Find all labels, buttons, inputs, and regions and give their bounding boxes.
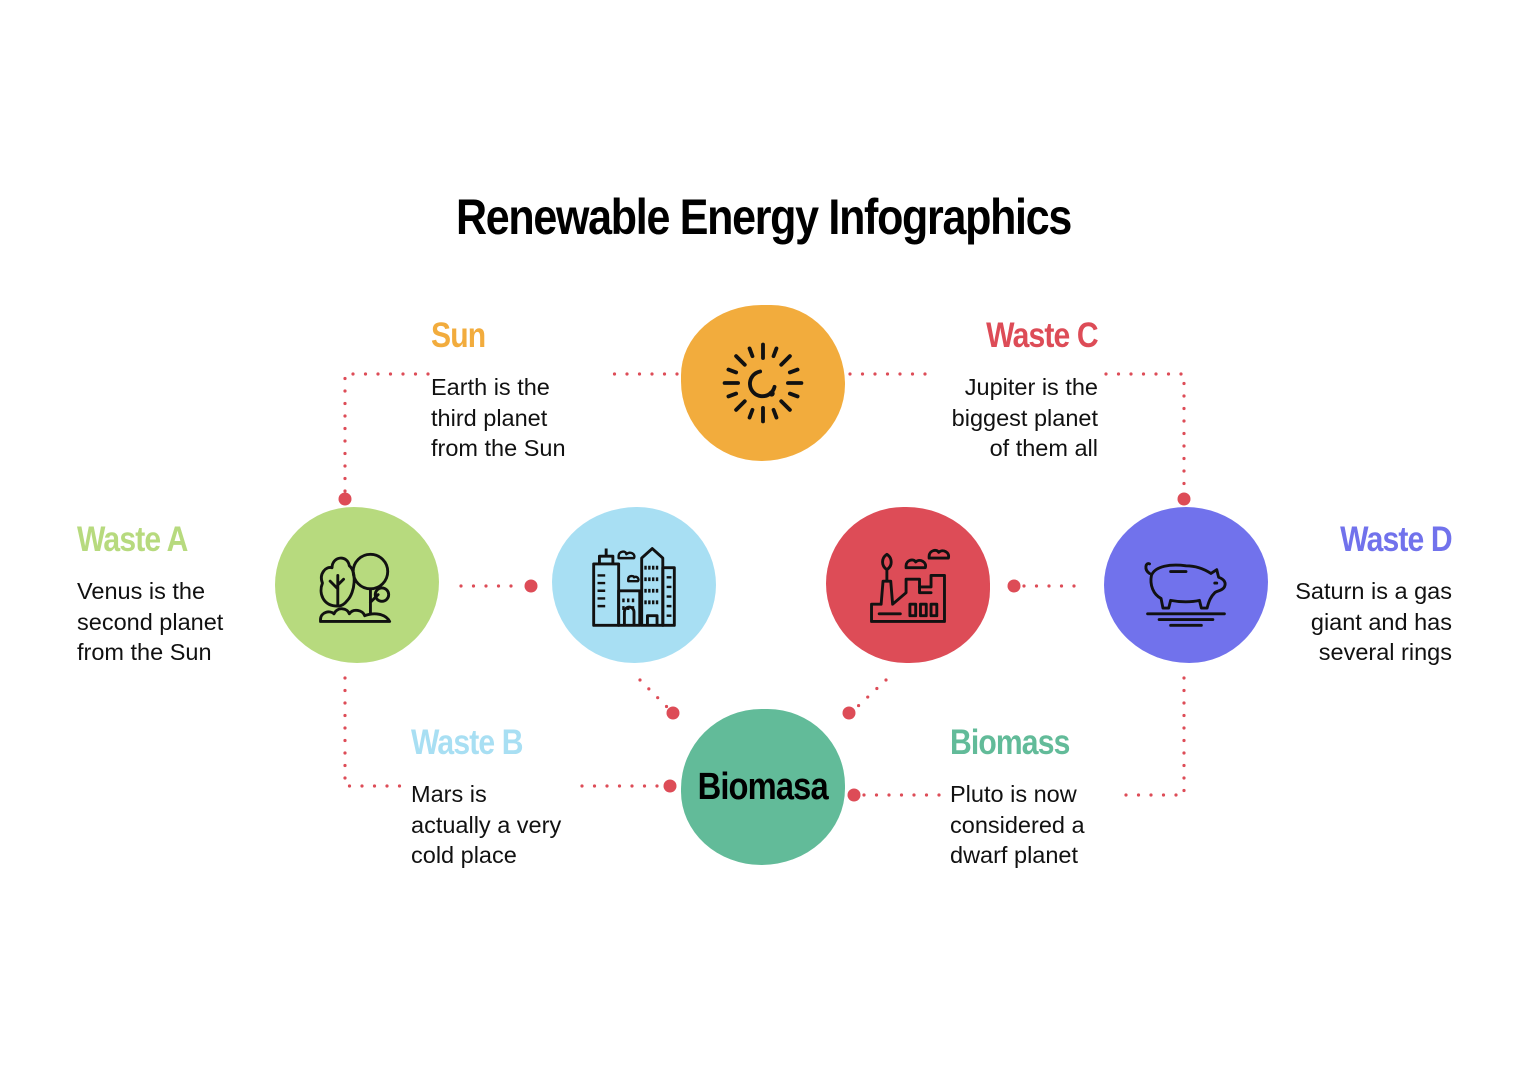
pig-icon <box>1144 562 1227 627</box>
waste-d-description: Saturn is a gas giant and has several ri… <box>1295 578 1452 665</box>
trees-icon <box>319 552 392 623</box>
waste-a-description: Venus is the second planet from the Sun <box>77 578 224 665</box>
connector-waste-a-waste-b <box>343 676 406 788</box>
waste-c-description: Jupiter is the biggest planet of them al… <box>951 374 1098 461</box>
connector-dot <box>666 706 680 720</box>
connector-waste-d-biomass <box>1120 676 1186 797</box>
sun-icon <box>722 342 804 424</box>
connector-dot <box>524 579 538 593</box>
sun-node[interactable] <box>681 305 845 461</box>
factory-icon <box>870 548 951 623</box>
waste-c-heading: Waste C <box>986 316 1098 355</box>
waste-d-heading: Waste D <box>1340 520 1452 559</box>
connector-dot <box>842 706 856 720</box>
city-buildings-icon <box>592 547 676 627</box>
connector-dot <box>1177 492 1191 506</box>
connector-waste-c-waste-d <box>1104 372 1186 494</box>
biomasa-center-node[interactable]: Biomasa <box>681 709 845 865</box>
sun-description: Earth is the third planet from the Sun <box>431 374 566 461</box>
connector-dot <box>338 492 352 506</box>
waste-b-description: Mars is actually a very cold place <box>411 781 562 868</box>
biomass-description: Pluto is now considered a dwarf planet <box>950 781 1085 868</box>
waste-c-node[interactable] <box>826 507 990 663</box>
waste-a-heading: Waste A <box>77 520 188 559</box>
connector-dot <box>847 788 861 802</box>
connector-city-biomasa <box>638 678 670 710</box>
waste-b-node[interactable] <box>552 507 716 663</box>
waste-d-node[interactable] <box>1104 507 1268 663</box>
sun-heading: Sun <box>431 316 486 355</box>
page-title: Renewable Energy Infographics <box>456 189 1072 245</box>
connector-sun-waste-a <box>343 372 430 494</box>
connector-factory-biomasa <box>854 678 888 710</box>
connector-dot <box>1007 579 1021 593</box>
connector-dot <box>663 779 677 793</box>
waste-b-heading: Waste B <box>411 723 523 762</box>
biomass-heading: Biomass <box>950 723 1070 762</box>
waste-a-node[interactable] <box>275 507 439 663</box>
biomasa-label: Biomasa <box>697 765 829 808</box>
